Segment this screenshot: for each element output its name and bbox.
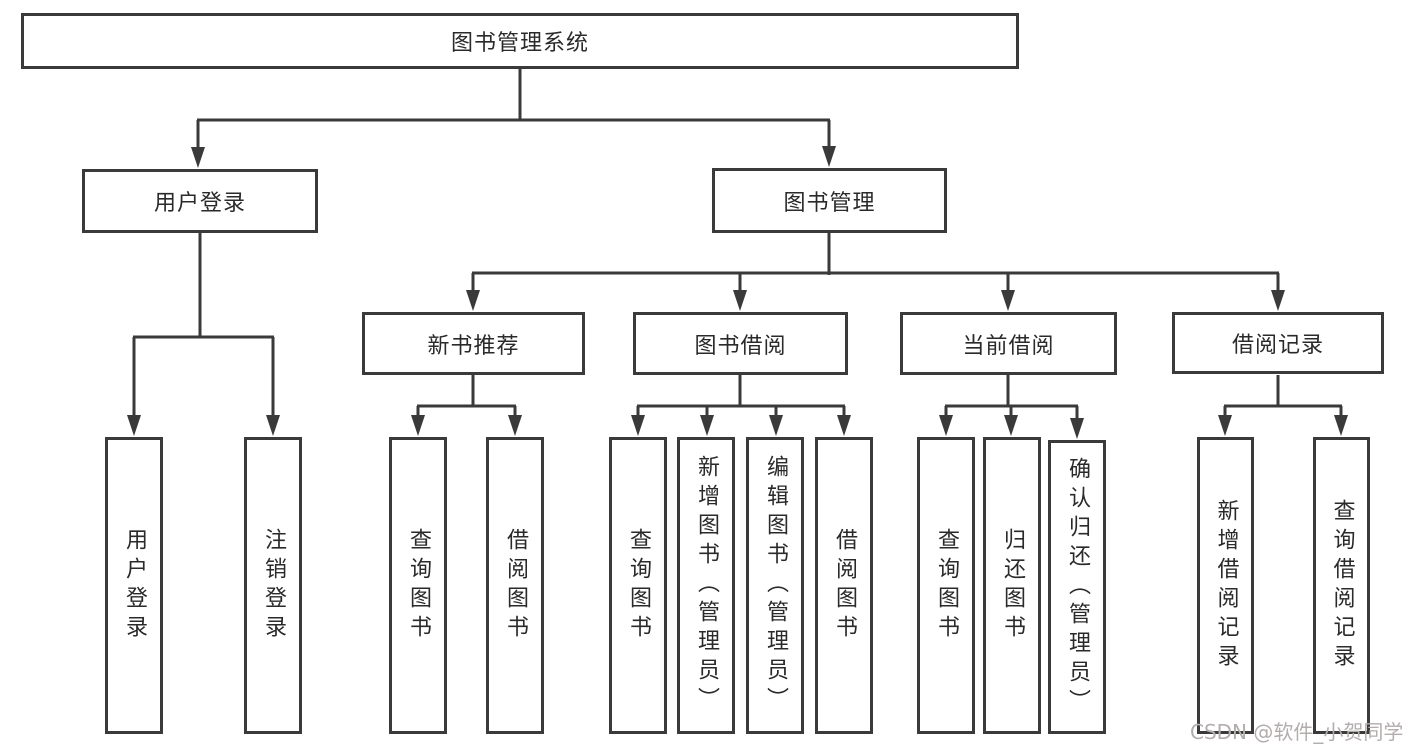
leaf-borrowing-borrow-books-label: 借阅图书 bbox=[832, 527, 857, 644]
leaf-current-query-books: 查询图书 bbox=[917, 437, 975, 734]
leaf-records-add-record: 新增借阅记录 bbox=[1197, 437, 1254, 734]
leaf-borrowing-edit-books-label: 编辑图书（管理员） bbox=[763, 455, 788, 716]
leaf-borrowing-add-books: 新增图书（管理员） bbox=[677, 437, 735, 734]
leaf-logout-label: 注销登录 bbox=[261, 527, 286, 644]
leaf-current-confirm-return: 确认归还（管理员） bbox=[1048, 440, 1106, 734]
node-root-label: 图书管理系统 bbox=[450, 31, 589, 56]
leaf-borrowing-borrow-books: 借阅图书 bbox=[815, 437, 873, 734]
leaf-borrowing-query-books-label: 查询图书 bbox=[626, 527, 651, 644]
leaf-user-login: 用户登录 bbox=[105, 437, 163, 734]
leaf-borrowing-edit-books: 编辑图书（管理员） bbox=[746, 437, 804, 734]
node-new-book-recommend: 新书推荐 bbox=[362, 312, 585, 375]
leaf-current-return-books-label: 归还图书 bbox=[1000, 527, 1025, 644]
leaf-records-add-record-label: 新增借阅记录 bbox=[1213, 498, 1239, 673]
node-borrowing-records: 借阅记录 bbox=[1172, 312, 1384, 374]
node-new-book-recommend-label: 新书推荐 bbox=[427, 333, 520, 359]
node-book-management-label: 图书管理 bbox=[783, 190, 876, 216]
leaf-recommend-query-books-label: 查询图书 bbox=[406, 527, 431, 644]
node-book-borrowing-label: 图书借阅 bbox=[694, 333, 787, 359]
node-root: 图书管理系统 bbox=[21, 13, 1019, 69]
leaf-current-return-books: 归还图书 bbox=[983, 437, 1041, 734]
leaf-records-query-record: 查询借阅记录 bbox=[1313, 437, 1370, 734]
leaf-user-login-label: 用户登录 bbox=[122, 527, 147, 644]
leaf-recommend-query-books: 查询图书 bbox=[389, 437, 447, 734]
node-current-borrowing-label: 当前借阅 bbox=[962, 333, 1055, 359]
node-book-borrowing: 图书借阅 bbox=[633, 312, 848, 375]
leaf-recommend-borrow-books-label: 借阅图书 bbox=[503, 527, 528, 644]
node-borrowing-records-label: 借阅记录 bbox=[1231, 333, 1324, 358]
leaf-borrowing-add-books-label: 新增图书（管理员） bbox=[694, 455, 719, 716]
leaf-records-query-record-label: 查询借阅记录 bbox=[1329, 498, 1355, 673]
node-user-login: 用户登录 bbox=[82, 169, 318, 233]
leaf-current-query-books-label: 查询图书 bbox=[934, 527, 959, 644]
leaf-borrowing-query-books: 查询图书 bbox=[609, 437, 667, 734]
leaf-logout: 注销登录 bbox=[244, 437, 302, 734]
node-current-borrowing: 当前借阅 bbox=[900, 312, 1117, 375]
leaf-current-confirm-return-label: 确认归还（管理员） bbox=[1065, 456, 1090, 718]
node-user-login-label: 用户登录 bbox=[153, 191, 246, 216]
leaf-recommend-borrow-books: 借阅图书 bbox=[486, 437, 544, 734]
node-book-management: 图书管理 bbox=[712, 168, 947, 233]
